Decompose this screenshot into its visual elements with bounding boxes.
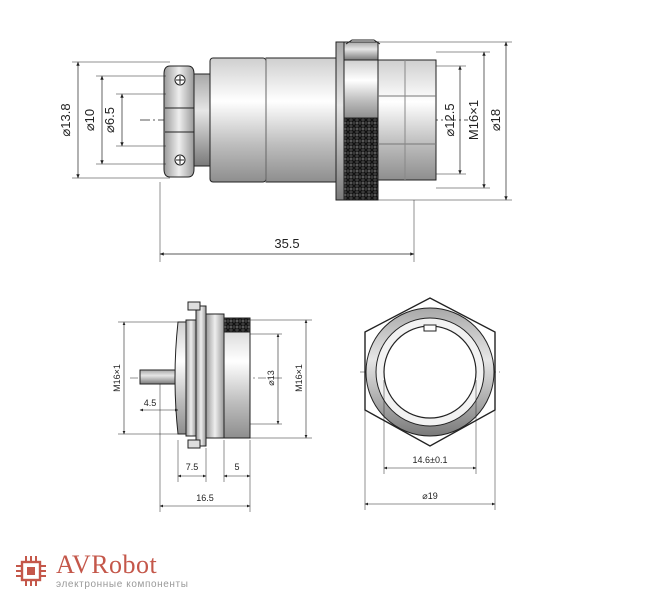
socket-front-view	[360, 297, 500, 447]
dim-7-5: 7.5	[186, 462, 199, 472]
dim-d13-8: ⌀13.8	[58, 103, 73, 136]
brand-name: AVRobot	[56, 550, 158, 579]
body-rear	[265, 57, 337, 183]
dim-14-6: 14.6±0.1	[413, 455, 448, 465]
thread-body	[223, 319, 251, 439]
rear-shell	[185, 319, 197, 437]
key-slot	[423, 324, 437, 332]
front-insert	[377, 59, 437, 181]
body	[209, 57, 267, 183]
brand-logo: AVRobot электронные компоненты	[14, 552, 189, 590]
dim-d19: ⌀19	[422, 491, 437, 501]
dim-35-5: 35.5	[274, 236, 299, 251]
dim-5: 5	[234, 462, 239, 472]
rear-body	[174, 321, 187, 435]
socket-dimension-text: M16×1 ⌀13 M16×1 4.5 7.5 5 16.5	[112, 364, 304, 503]
brand-tagline: электронные компоненты	[56, 579, 189, 590]
rear-flange	[163, 65, 195, 178]
dim-d12-5: ⌀12.5	[442, 103, 457, 136]
hex-nut	[205, 313, 225, 439]
dim-d13: ⌀13	[266, 370, 276, 385]
dim-4-5: 4.5	[144, 398, 157, 408]
thread-cap	[223, 317, 251, 333]
knurl	[343, 117, 379, 201]
socket-dimension-lines	[118, 319, 312, 512]
front-dimension-text: 14.6±0.1 ⌀19	[413, 455, 448, 501]
dim-d10: ⌀10	[82, 109, 97, 131]
dim-d18: ⌀18	[488, 109, 503, 131]
inner-bore	[383, 325, 477, 419]
dim-d6-5: ⌀6.5	[102, 107, 117, 133]
flange-lip-2	[187, 439, 201, 449]
nut-ring	[335, 41, 345, 201]
plug-side-view	[140, 39, 468, 201]
chip-icon	[16, 556, 46, 586]
side-dimension-text: ⌀13.8 ⌀10 ⌀6.5 ⌀12.5 M16×1 ⌀18 35.5	[58, 100, 503, 251]
side-dimension-lines	[72, 41, 512, 262]
flange-lip	[187, 301, 201, 311]
nut-top	[343, 41, 379, 61]
flange	[195, 305, 207, 447]
front-dimension-lines	[364, 380, 496, 510]
dim-m16-left: M16×1	[112, 364, 122, 392]
dim-16-5: 16.5	[196, 493, 214, 503]
dim-m16: M16×1	[466, 100, 481, 140]
pin	[139, 369, 179, 385]
socket-side-view	[130, 301, 285, 449]
dim-m16-right: M16×1	[294, 364, 304, 392]
neck	[193, 73, 211, 167]
nut-cap	[343, 59, 379, 119]
